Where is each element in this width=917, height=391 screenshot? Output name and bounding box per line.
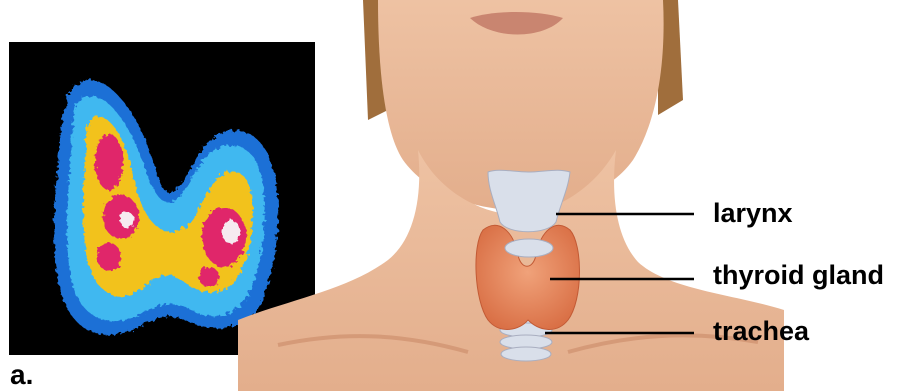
trachea-label: trachea — [713, 318, 809, 345]
thyroid-gland-label: thyroid gland — [713, 262, 884, 289]
panel-label: a. — [10, 361, 33, 389]
larynx-label: larynx — [713, 200, 793, 227]
